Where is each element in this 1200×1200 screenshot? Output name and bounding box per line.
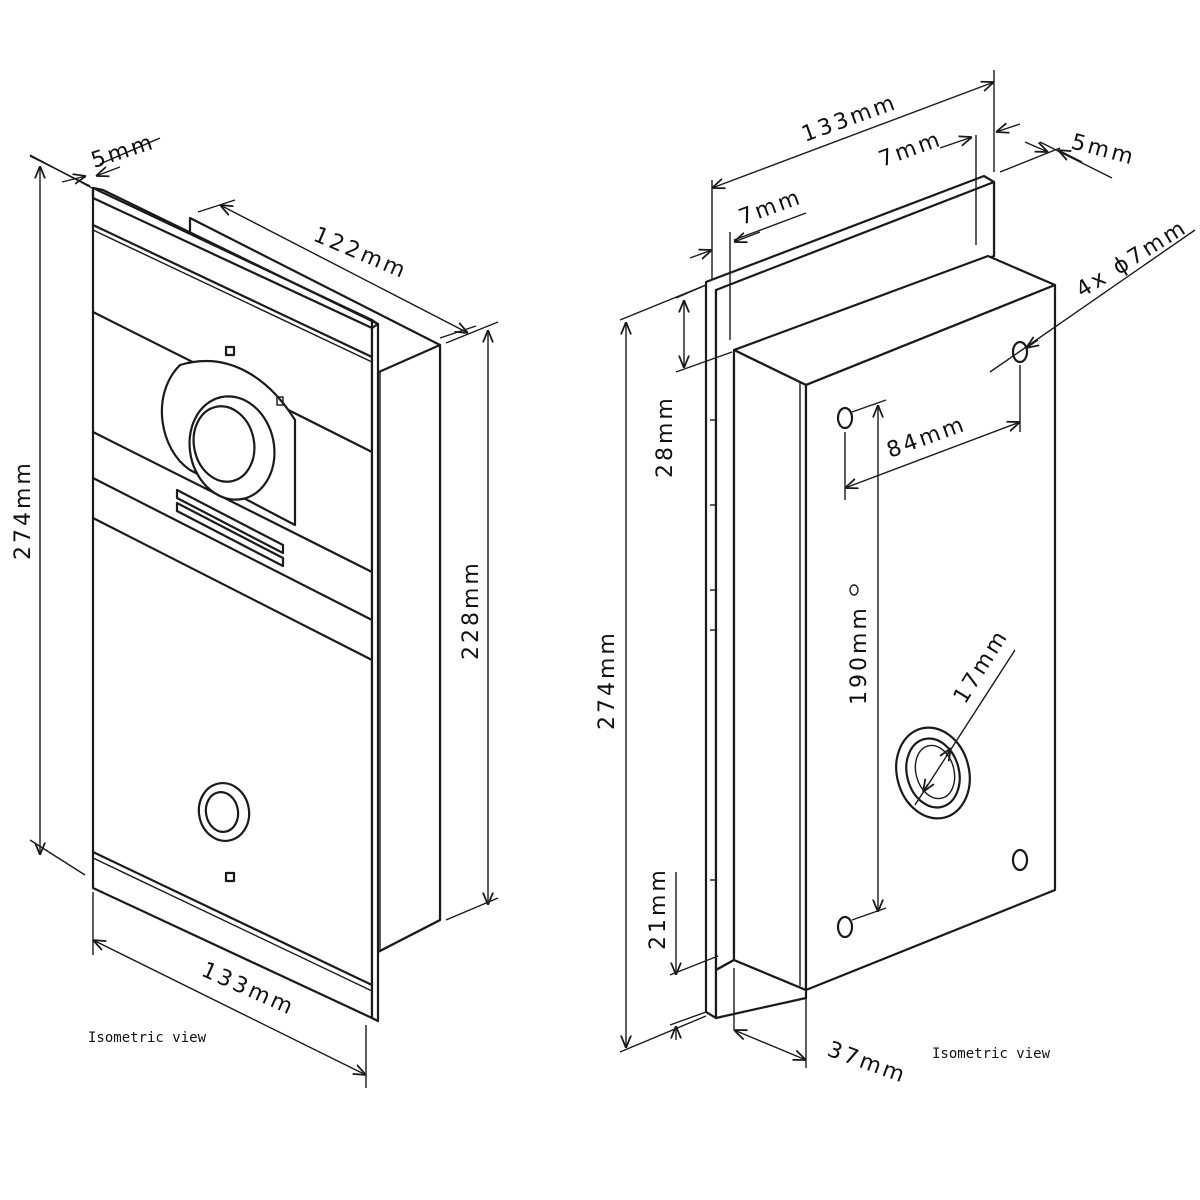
back-dim-top-offset: 28mm bbox=[653, 284, 733, 478]
front-light-sensor-icon bbox=[276, 396, 284, 406]
back-dim-hole-spacing-v-label: 190mm bbox=[847, 605, 872, 705]
front-dim-thickness-label: 5mm bbox=[88, 130, 158, 174]
back-dim-holes-label: 4x ϕ7mm bbox=[1072, 215, 1192, 303]
back-dim-bottom-offset: 21mm bbox=[646, 867, 719, 1040]
front-camera bbox=[160, 345, 297, 527]
front-dim-height: 274mm bbox=[11, 154, 93, 876]
back-dim-rim-right-label: 7mm bbox=[876, 127, 946, 173]
screw-icon bbox=[849, 584, 859, 596]
front-plate bbox=[91, 186, 380, 1023]
back-dim-height-label: 274mm bbox=[595, 630, 620, 730]
front-top-sensor-icon bbox=[224, 345, 236, 357]
front-dim-thickness: 5mm bbox=[29, 130, 161, 187]
front-view-caption: Isometric view bbox=[88, 1030, 207, 1046]
front-isometric-view: 5mm 274mm 122mm 228mm 133mm bbox=[11, 130, 499, 1088]
back-dim-width-label: 133mm bbox=[799, 90, 901, 148]
hole-bottom-right-icon bbox=[1011, 848, 1029, 872]
back-dim-height: 274mm bbox=[595, 284, 707, 1053]
back-view-caption: Isometric view bbox=[932, 1046, 1051, 1062]
back-dim-hole-spacing-v: 190mm bbox=[847, 399, 887, 921]
hole-bottom-left-icon bbox=[836, 915, 854, 939]
back-box bbox=[732, 254, 1057, 992]
back-dim-bottom-offset-label: 21mm bbox=[646, 867, 671, 950]
front-dim-box-height: 228mm bbox=[445, 321, 499, 921]
front-dim-depth-label: 122mm bbox=[310, 223, 412, 285]
back-dim-thickness: 5mm bbox=[999, 130, 1139, 179]
front-call-button-icon bbox=[197, 782, 251, 883]
hole-top-left-icon bbox=[836, 406, 854, 430]
back-dim-rim-left-label: 7mm bbox=[736, 185, 806, 231]
back-isometric-view: 133mm 7mm 7mm 5mm 4x bbox=[595, 70, 1196, 1089]
back-dim-top-offset-label: 28mm bbox=[653, 395, 678, 478]
front-dim-box-height-label: 228mm bbox=[459, 560, 484, 660]
front-dim-height-label: 274mm bbox=[11, 460, 36, 560]
front-speaker-grille bbox=[175, 488, 285, 568]
back-dim-thickness-label: 5mm bbox=[1068, 130, 1138, 171]
back-dim-box-depth-label: 37mm bbox=[824, 1037, 910, 1089]
